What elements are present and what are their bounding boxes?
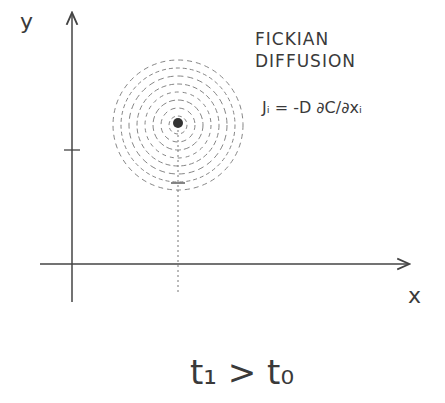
x-axis [40, 263, 408, 265]
tick [64, 149, 80, 150]
diffusion-ring [137, 84, 219, 166]
axis-label: x [408, 282, 421, 311]
diffusion-ring [169, 116, 187, 134]
formula: Jᵢ = -D ∂C/∂xᵢ [262, 98, 362, 119]
diffusion-cloud [113, 60, 243, 190]
diffusion-ring [145, 92, 211, 158]
diffusion-ring [153, 100, 203, 150]
diffusion-ring [161, 108, 195, 142]
y-axis [71, 14, 73, 302]
time-note: t₁ > t₀ [190, 350, 294, 394]
source-dot [173, 118, 183, 128]
title-note: FICKIAN DIFFUSION [255, 28, 365, 72]
tick [171, 182, 185, 183]
axis-label: y [20, 8, 33, 37]
diffusion-ring [121, 68, 235, 182]
diffusion-ring [113, 60, 243, 190]
diffusion-ring [129, 76, 227, 174]
